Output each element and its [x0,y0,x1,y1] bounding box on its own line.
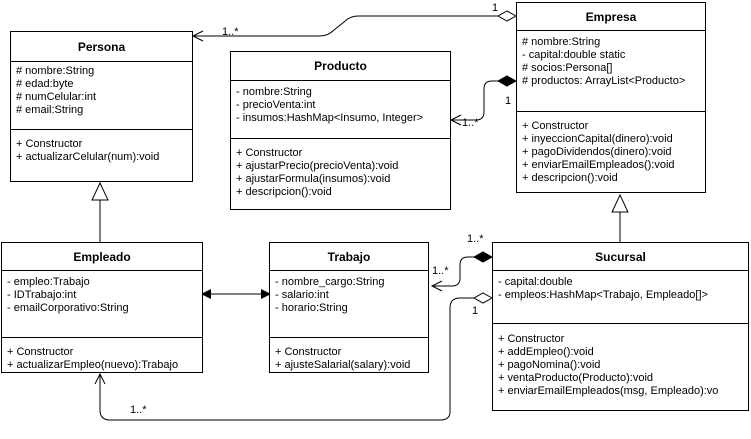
attribute: # socios:Persona[] [522,62,613,74]
multiplicity-empresa-persona-one: 1 [492,2,499,14]
method: + descripcion():void [522,172,618,184]
arrowhead-persona [191,30,204,42]
method: + ajustarFormula(insumos):void [236,173,391,185]
class-empresa-name: Empresa [517,3,705,31]
attribute: # email:String [16,104,84,116]
arrowhead-trabajo [261,289,271,299]
method: + Constructor [16,138,83,150]
class-trabajo-attributes: - nombre_cargo:String - salario:int - ho… [270,271,428,338]
class-empresa-methods: + Constructor + inyeccionCapital(dinero)… [517,112,705,188]
attribute: - salario:int [275,289,329,301]
composition-diamond-empresa [496,75,518,87]
class-empresa-attributes: # nombre:String - capital:double static … [517,31,705,112]
method: + addEmpleo():void [498,346,594,358]
method: + ajusteSalarial(salary):void [275,359,411,371]
class-sucursal-methods: + Constructor + addEmpleo():void + pagoN… [493,324,748,401]
method: + Constructor [498,333,565,345]
method: + inyeccionCapital(dinero):void [522,133,673,145]
arrowhead-empleado [201,289,211,299]
class-producto-attributes: - nombre:String - precioVenta:int - insu… [231,81,450,139]
method: + actualizarEmpleo(nuevo):Trabajo [7,359,179,371]
class-producto[interactable]: Producto - nombre:String - precioVenta:i… [230,51,451,210]
method: + actualizarCelular(num):void [16,151,160,163]
composition-diamond-sucursal [472,251,494,263]
aggregation-diamond-sucursal [472,292,494,304]
multiplicity-sucursal-trabajo-many: 1..* [432,265,449,277]
method: + ajustarPrecio(precioVenta):void [236,160,399,172]
multiplicity-empresa-producto-many: 1..* [462,117,479,129]
multiplicity-empresa-persona-many: 1..* [222,26,239,38]
generalization-triangle-empresa [611,193,629,213]
attribute: - capital:double static [522,49,626,61]
association-sucursal-trabajo [432,256,474,287]
arrowhead-producto [449,114,462,126]
class-empleado-attributes: - empleo:Trabajo - IDTrabajo:int - email… [2,271,202,338]
class-empresa[interactable]: Empresa # nombre:String - capital:double… [516,2,706,193]
method: + pagoDividendos(dinero):void [522,146,672,158]
attribute: - nombre:String [236,86,312,98]
method: + ventaProducto(Producto):void [498,372,654,384]
class-persona[interactable]: Persona # nombre:String # edad:byte # nu… [10,31,193,182]
method: + enviarEmailEmpleados(msg, Empleado):vo [498,385,719,397]
attribute: - emailCorporativo:String [7,302,129,314]
attribute: - precioVenta:int [236,99,316,111]
method: + Constructor [522,120,589,132]
attribute: - empleos:HashMap<Trabajo, Empleado[]> [498,289,708,301]
class-producto-name: Producto [231,52,450,81]
attribute: - nombre_cargo:String [275,276,385,288]
generalization-triangle-persona [91,181,109,201]
attribute: # edad:byte [16,78,74,90]
attribute: # nombre:String [522,36,601,48]
method: + Constructor [275,346,342,358]
class-sucursal-name: Sucursal [493,243,748,271]
multiplicity-sucursal-trabajo-one: 1..* [467,233,484,245]
attribute: - capital:double [498,276,573,288]
method: + Constructor [7,346,74,358]
association-sucursal-empleado [99,297,474,421]
class-producto-methods: + Constructor + ajustarPrecio(precioVent… [231,139,450,202]
class-sucursal[interactable]: Sucursal - capital:double - empleos:Hash… [492,242,749,411]
class-trabajo-name: Trabajo [270,243,428,271]
multiplicity-empresa-producto-one: 1 [505,95,512,107]
attribute: # nombre:String [16,65,95,77]
multiplicity-sucursal-empleado-one: 1 [472,305,479,317]
multiplicity-sucursal-empleado-many: 1..* [130,404,147,416]
method: + Constructor [236,147,303,159]
class-sucursal-attributes: - capital:double - empleos:HashMap<Traba… [493,271,748,324]
method: + descripcion():void [236,186,332,198]
aggregation-diamond-empresa [496,10,518,22]
arrowhead-empleado-sucursal [94,372,106,385]
class-persona-methods: + Constructor + actualizarCelular(num):v… [11,130,192,167]
association-empresa-persona [193,15,498,37]
attribute: - empleo:Trabajo [7,276,90,288]
class-persona-attributes: # nombre:String # edad:byte # numCelular… [11,62,192,130]
arrowhead-trabajo-sucursal [430,280,443,292]
attribute: - insumos:HashMap<Insumo, Integer> [236,112,424,124]
class-empleado-name: Empleado [2,243,202,271]
attribute: - horario:String [275,302,348,314]
class-persona-name: Persona [11,32,192,62]
association-empresa-producto [451,80,498,121]
class-trabajo[interactable]: Trabajo - nombre_cargo:String - salario:… [269,242,429,373]
class-empleado[interactable]: Empleado - empleo:Trabajo - IDTrabajo:in… [1,242,203,373]
class-empleado-methods: + Constructor + actualizarEmpleo(nuevo):… [2,338,202,375]
attribute: # productos: ArrayList<Producto> [522,75,686,87]
method: + pagoNomina():void [498,359,601,371]
attribute: # numCelular:int [16,91,97,103]
method: + enviarEmailEmpleados():void [522,159,675,171]
attribute: - IDTrabajo:int [7,289,77,301]
class-trabajo-methods: + Constructor + ajusteSalarial(salary):v… [270,338,428,375]
